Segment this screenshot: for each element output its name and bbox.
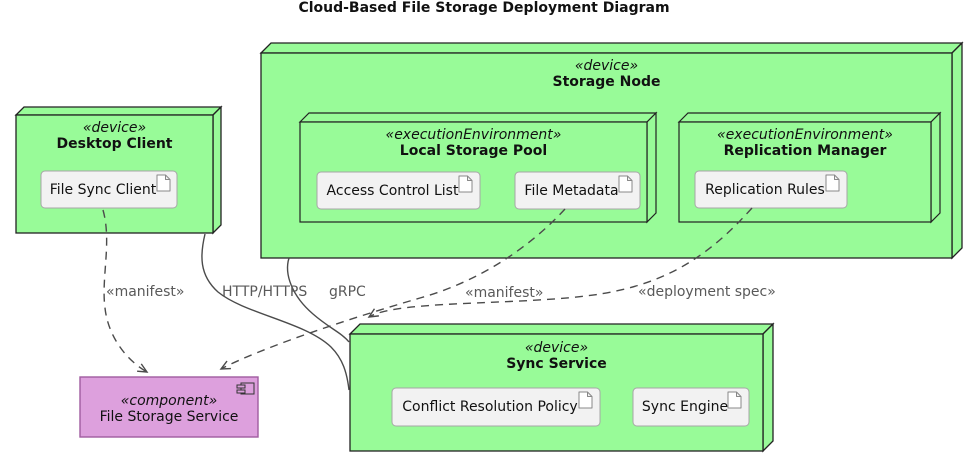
diagram-title: Cloud-Based File Storage Deployment Diag… — [298, 0, 670, 16]
file-icon — [156, 174, 171, 192]
artifact-conflict-resolution-policy — [391, 387, 601, 427]
sync-engine-label: Sync Engine — [641, 399, 729, 415]
storage-node-name: Storage Node — [552, 74, 661, 90]
file-sync-client-label: File Sync Client — [49, 181, 157, 198]
file-storage-service-name: File Storage Service — [99, 409, 239, 425]
artifact-access-control-list — [316, 171, 481, 210]
file-icon — [578, 391, 593, 409]
artifact-file-sync-client — [40, 170, 178, 209]
conflict-resolution-policy-label: Conflict Resolution Policy — [402, 399, 578, 415]
artifact-replication-rules — [694, 170, 848, 209]
sync-service-stereotype: «device» — [524, 340, 589, 356]
file-metadata-label: File Metadata — [524, 182, 619, 199]
edge-replication-rules-to-sync-service — [367, 207, 753, 318]
storage-node-stereotype: «device» — [574, 58, 639, 74]
edge-desktop-client-to-sync-service — [201, 233, 350, 391]
file-icon — [618, 175, 633, 193]
edge-label-manifest-right: «manifest» — [465, 285, 544, 301]
artifact-sync-engine — [632, 387, 750, 427]
access-control-list-label: Access Control List — [326, 182, 459, 199]
edge-file-metadata-to-file-storage-service — [219, 208, 566, 370]
edge-label-http-https: HTTP/HTTPS — [222, 284, 308, 300]
edge-file-sync-client-to-file-storage-service — [102, 209, 149, 373]
file-icon — [825, 174, 840, 192]
replication-manager-name: Replication Manager — [723, 143, 887, 159]
file-icon — [727, 391, 742, 409]
desktop-client-name: Desktop Client — [56, 136, 173, 152]
component-icon — [236, 382, 255, 395]
edge-storage-node-to-sync-service — [286, 257, 350, 343]
component-file-storage-service — [79, 376, 259, 438]
sync-service-name: Sync Service — [506, 356, 607, 372]
edge-label-grpc: gRPC — [329, 284, 366, 300]
edge-label-manifest-left: «manifest» — [106, 284, 185, 300]
local-storage-pool-stereotype: «executionEnvironment» — [385, 127, 562, 143]
replication-manager-stereotype: «executionEnvironment» — [717, 127, 893, 143]
artifact-file-metadata — [514, 171, 641, 210]
file-storage-service-stereotype: «component» — [120, 393, 218, 409]
local-storage-pool-name: Local Storage Pool — [399, 143, 548, 159]
edge-label-deployment-spec: «deployment spec» — [638, 284, 776, 300]
file-icon — [458, 175, 473, 193]
replication-rules-label: Replication Rules — [705, 181, 825, 198]
desktop-client-stereotype: «device» — [82, 120, 147, 136]
